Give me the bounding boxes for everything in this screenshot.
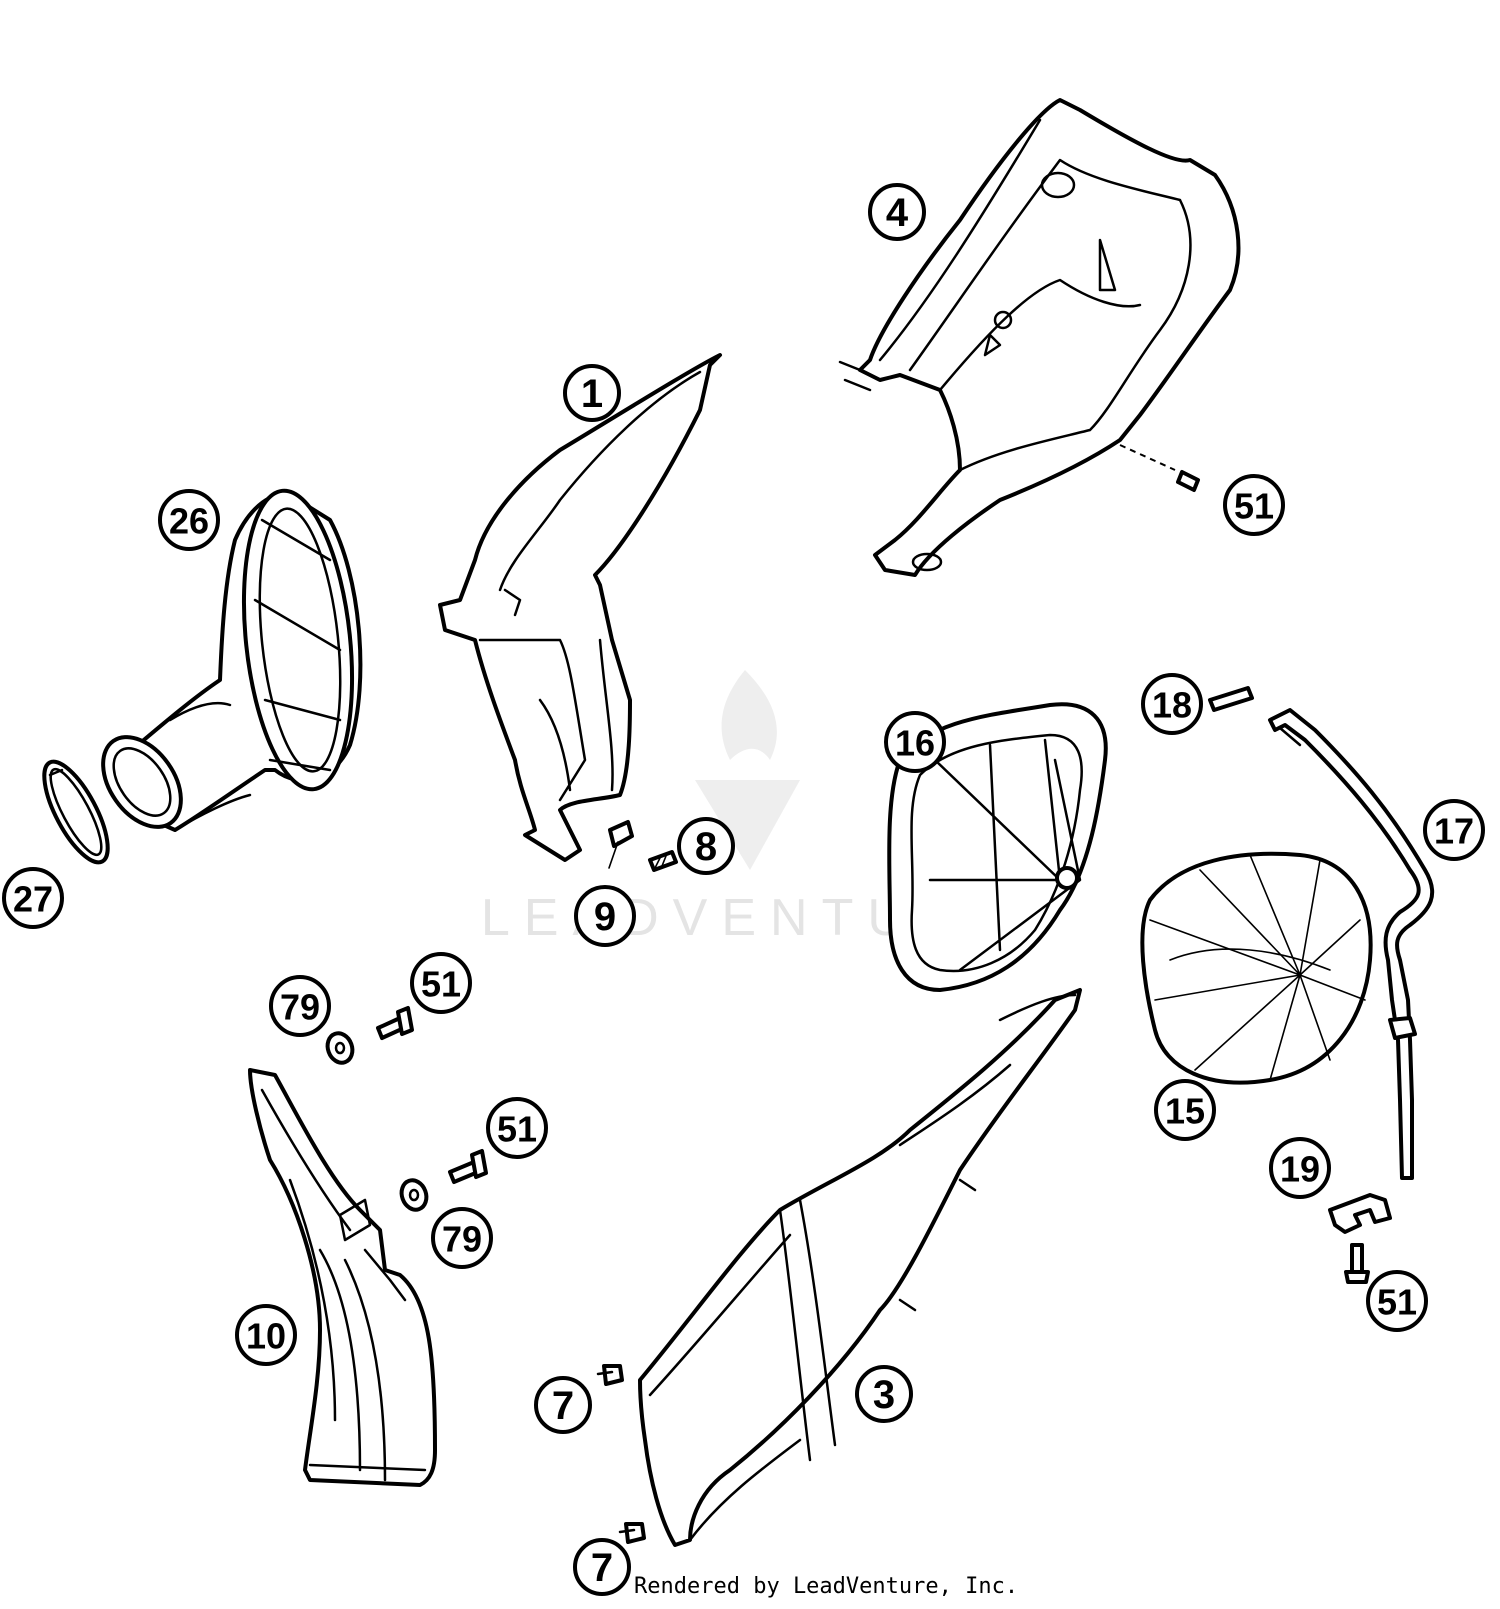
callout-51-upper-left-label: 51 bbox=[421, 964, 461, 1005]
callout-18-label: 18 bbox=[1152, 685, 1192, 726]
part-4-airbox-shroud bbox=[838, 98, 1241, 577]
callout-79-lower-label: 79 bbox=[442, 1219, 482, 1260]
part-7-rivet-lower bbox=[618, 1522, 646, 1544]
part-26-air-boot bbox=[101, 488, 363, 832]
callout-8-label: 8 bbox=[695, 825, 717, 869]
part-51-screw-mid bbox=[448, 1149, 488, 1184]
callout-26: 26 bbox=[158, 489, 220, 551]
callout-51-mid-label: 51 bbox=[497, 1109, 537, 1150]
callout-51-upper-left: 51 bbox=[410, 952, 472, 1014]
part-8-screw bbox=[648, 850, 678, 872]
callout-17-label: 17 bbox=[1434, 811, 1474, 852]
callout-79-upper: 79 bbox=[269, 975, 331, 1037]
callout-51-mid: 51 bbox=[486, 1097, 548, 1159]
part-3-side-panel bbox=[638, 988, 1082, 1547]
callout-15-label: 15 bbox=[1165, 1091, 1205, 1132]
part-10-side-cover bbox=[248, 1068, 437, 1487]
part-7-rivet-upper bbox=[596, 1364, 624, 1386]
callout-1: 1 bbox=[563, 364, 621, 422]
callout-27-label: 27 bbox=[13, 879, 53, 920]
part-51-screw-bottom-right bbox=[1344, 1243, 1370, 1284]
callout-10-label: 10 bbox=[246, 1316, 286, 1357]
part-1-side-bracket bbox=[438, 353, 722, 862]
callout-7-upper: 7 bbox=[534, 1376, 592, 1434]
callout-leaders bbox=[608, 841, 619, 869]
part-51-screw-upper bbox=[376, 1006, 414, 1040]
footer-credit: Rendered by LeadVenture, Inc. bbox=[634, 1574, 1019, 1599]
part-15-air-filter bbox=[1140, 851, 1373, 1085]
callout-27: 27 bbox=[2, 867, 64, 929]
callout-51-top-label: 51 bbox=[1234, 486, 1274, 527]
callout-26-label: 26 bbox=[169, 501, 209, 542]
callout-1-label: 1 bbox=[581, 372, 603, 416]
part-17-filter-support bbox=[1268, 708, 1435, 1180]
callout-9-label: 9 bbox=[594, 895, 616, 939]
callout-51-bottom-right-label: 51 bbox=[1377, 1282, 1417, 1323]
callout-4-label: 4 bbox=[886, 191, 909, 235]
part-16-filter-cage bbox=[887, 702, 1108, 992]
part-19-bracket bbox=[1328, 1193, 1392, 1234]
callout-51-top: 51 bbox=[1223, 474, 1285, 536]
callout-8: 8 bbox=[677, 817, 735, 875]
callout-7-lower-label: 7 bbox=[591, 1546, 613, 1590]
callout-18: 18 bbox=[1141, 673, 1203, 735]
watermark-flame-icon bbox=[721, 670, 777, 760]
callout-17: 17 bbox=[1423, 799, 1485, 861]
callout-79-lower: 79 bbox=[431, 1207, 493, 1269]
callout-19-label: 19 bbox=[1280, 1149, 1320, 1190]
callout-3-label: 3 bbox=[873, 1373, 895, 1417]
part-79-washer-lower bbox=[399, 1178, 429, 1212]
callout-51-bottom-right: 51 bbox=[1366, 1270, 1428, 1332]
callout-15: 15 bbox=[1154, 1079, 1216, 1141]
callout-10: 10 bbox=[235, 1304, 297, 1366]
part-9-clip bbox=[608, 820, 634, 848]
callout-79-upper-label: 79 bbox=[280, 987, 320, 1028]
callout-7-upper-label: 7 bbox=[552, 1384, 574, 1428]
part-51-screw-top bbox=[1119, 444, 1200, 492]
part-18-pin bbox=[1208, 686, 1254, 712]
callout-19: 19 bbox=[1269, 1137, 1331, 1199]
callout-4: 4 bbox=[868, 183, 926, 241]
callout-7-lower: 7 bbox=[573, 1538, 631, 1596]
callout-3: 3 bbox=[855, 1365, 913, 1423]
part-79-washer-upper bbox=[325, 1031, 355, 1065]
callout-9: 9 bbox=[574, 885, 636, 947]
part-27-hose-clamp bbox=[42, 759, 110, 865]
watermark-v-icon bbox=[695, 780, 800, 870]
callout-16-label: 16 bbox=[895, 723, 935, 764]
callout-16: 16 bbox=[884, 711, 946, 773]
